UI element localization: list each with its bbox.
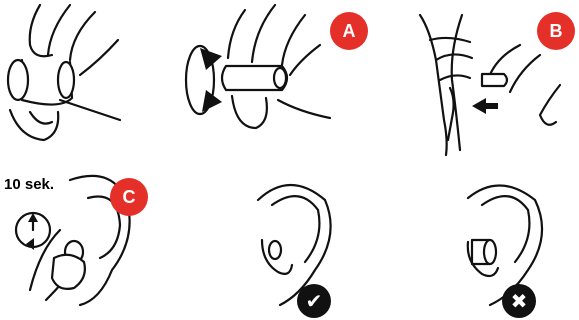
hold-duration-label: 10 sek. [4,176,54,193]
insert-arrow-icon [472,98,498,114]
step-a-badge: A [330,12,368,50]
wrong-glyph: ✖ [511,289,528,314]
panel-wrong-fit [468,185,542,305]
step-c-badge: C [110,178,148,216]
step-a-label: A [343,21,356,42]
rotate-arrow-icon [200,48,222,70]
earplug-flush [269,241,281,259]
panel-roll-earplug [186,5,330,128]
step-c-label: C [123,187,136,208]
correct-glyph: ✔ [306,289,323,314]
step-b-badge: B [537,12,575,50]
cross-icon: ✖ [502,284,536,318]
panel-hold-earplug [8,5,120,140]
step-b-label: B [550,21,563,42]
earplug-end [8,60,28,100]
checkmark-icon: ✔ [297,284,331,318]
